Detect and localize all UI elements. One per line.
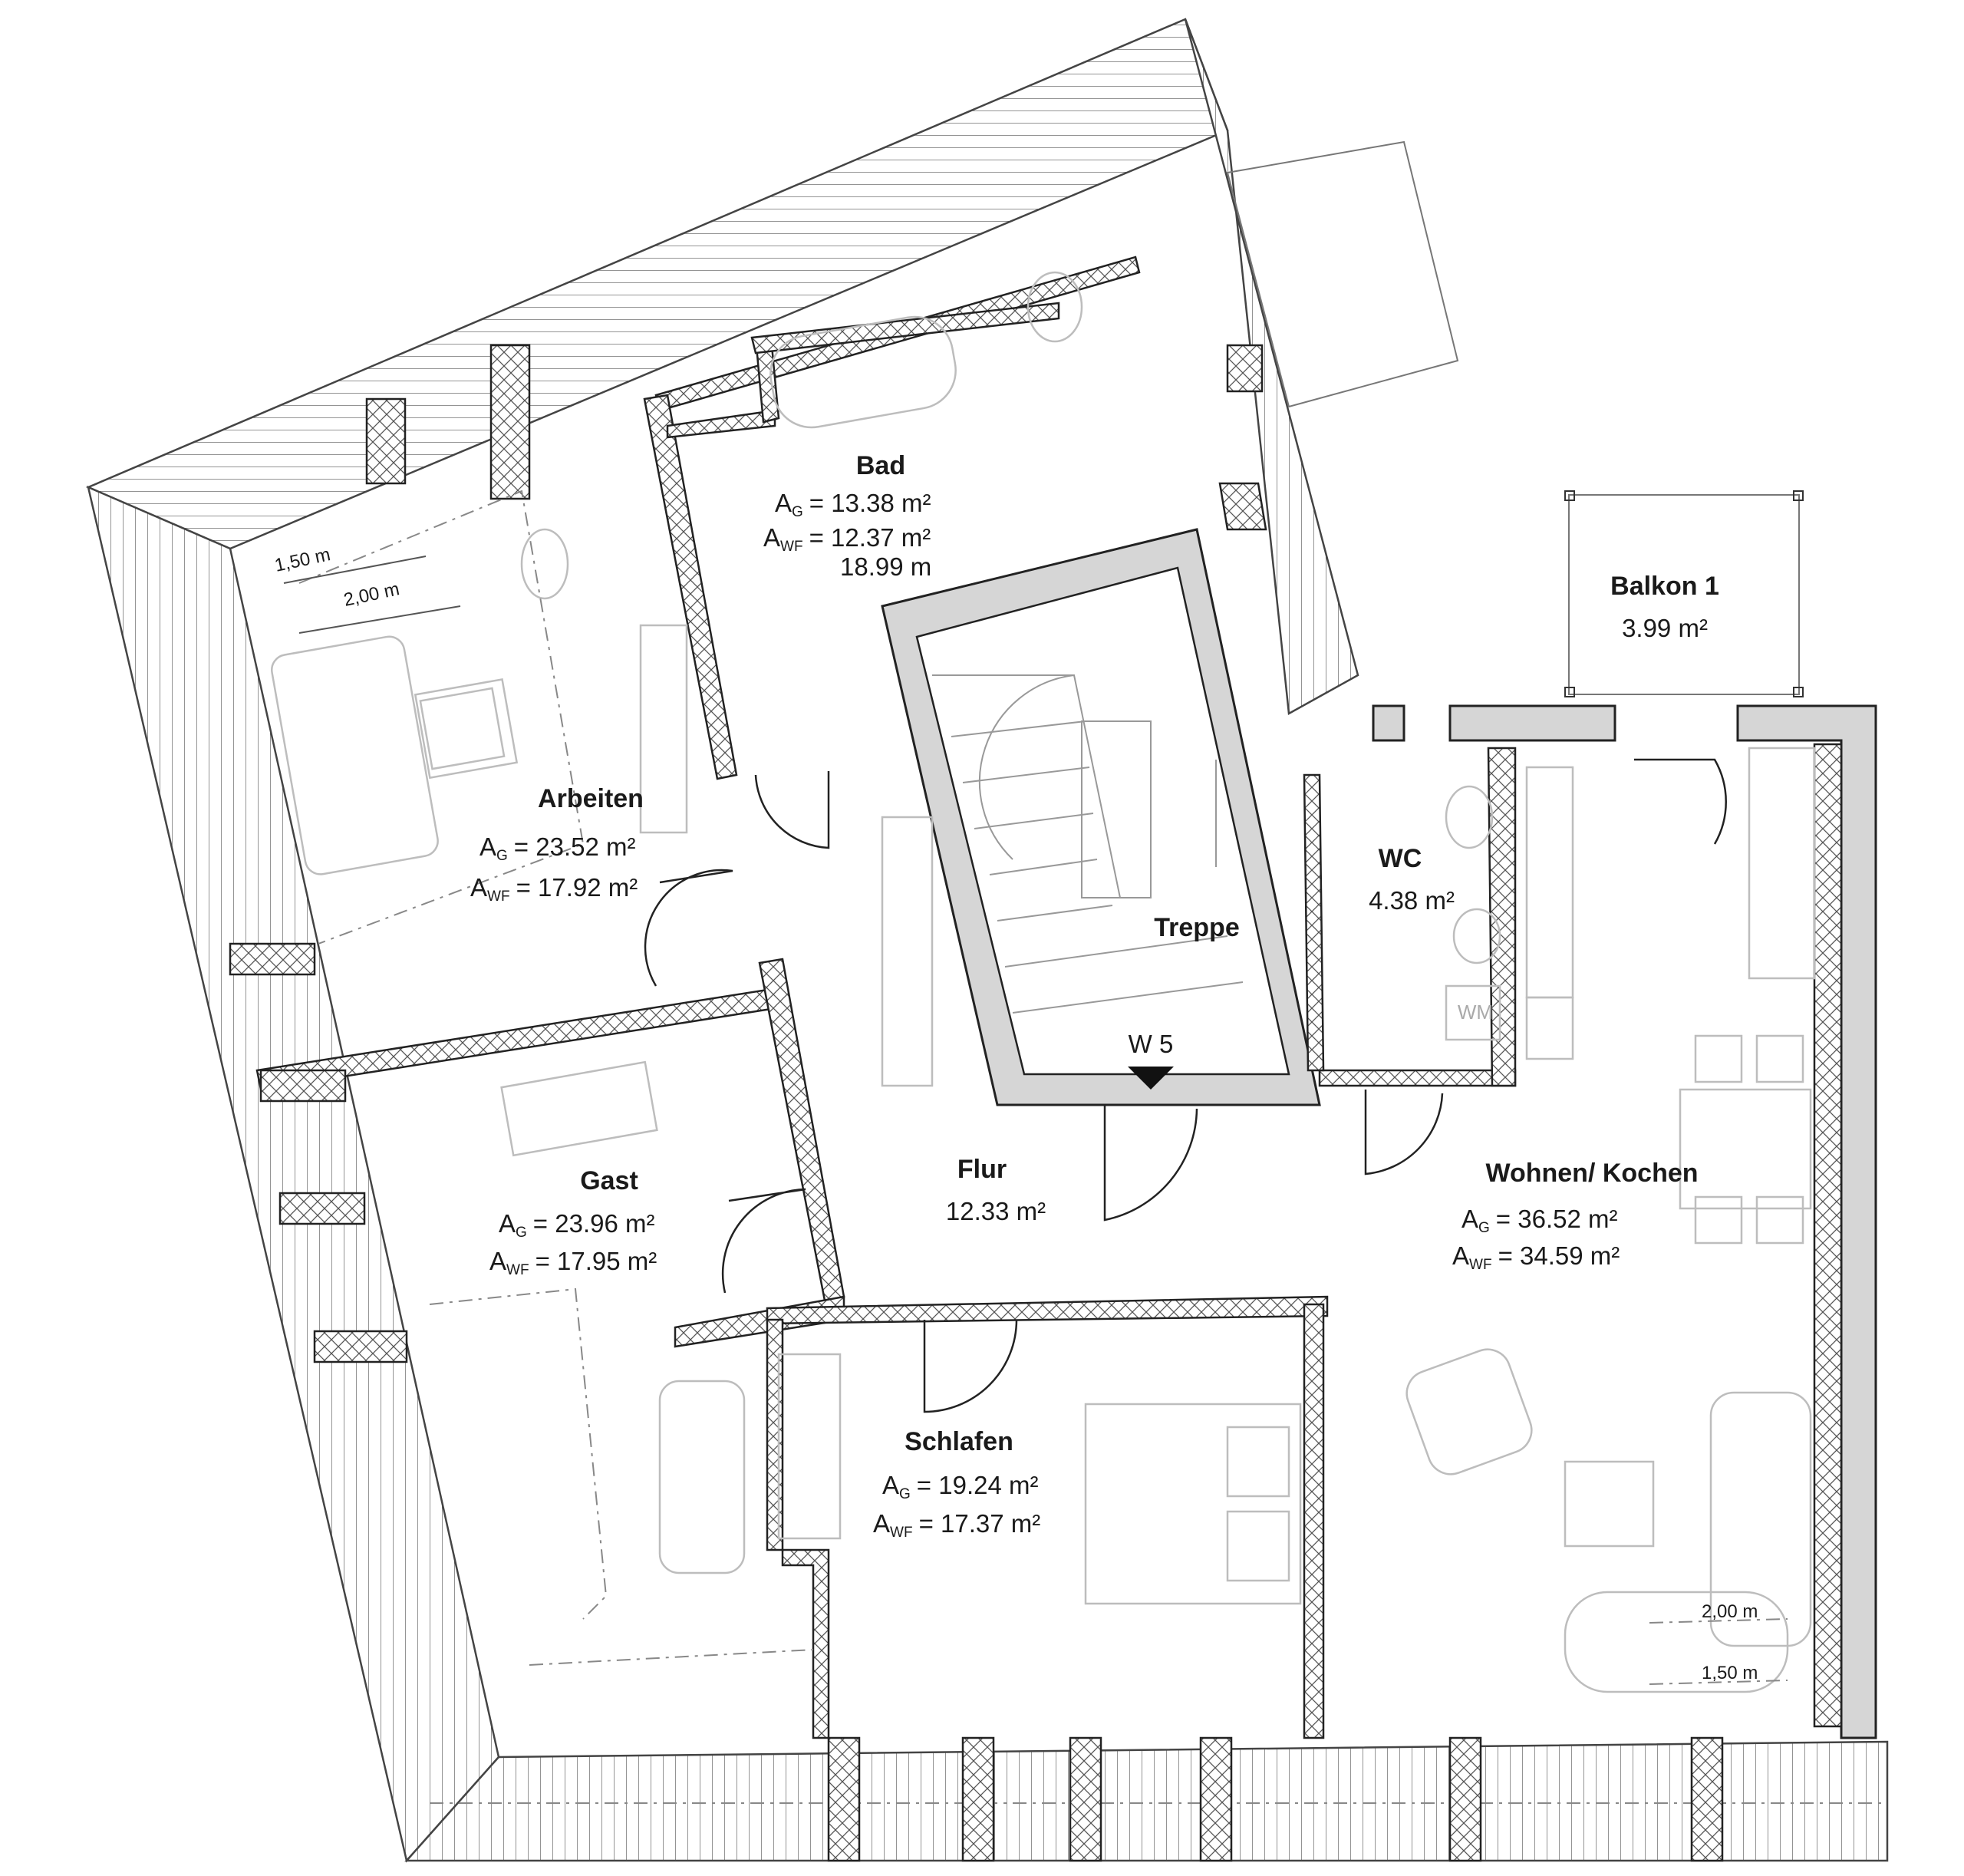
room-bad-name: Bad	[856, 451, 905, 480]
furniture	[271, 271, 1816, 1693]
balcony-outline	[1568, 494, 1800, 695]
room-balkon-area: 3.99 m²	[1622, 614, 1708, 642]
room-gast-name: Gast	[580, 1166, 638, 1195]
room-balkon-name: Balkon 1	[1610, 572, 1719, 601]
room-flur-name: Flur	[957, 1155, 1007, 1184]
roof-strip-bottom	[404, 1740, 1889, 1862]
dimension-labels: 1,50 m 2,00 m 2,00 m 1,50 m	[273, 544, 1758, 1683]
room-schlafen-ag: AG= 19.24 m²	[882, 1471, 1038, 1502]
room-flur-area: 12.33 m²	[946, 1197, 1046, 1225]
canopy-outline	[1226, 140, 1459, 408]
room-wohnen-awf: AWF= 34.59 m²	[1452, 1241, 1620, 1273]
dim-arbeiten-200: 2,00 m	[342, 579, 401, 611]
room-arbeiten-name: Arbeiten	[538, 784, 644, 813]
room-gast-ag: AG= 23.96 m²	[499, 1209, 654, 1241]
room-labels: Bad AG= 13.38 m² AWF= 12.37 m² 18.99 m A…	[470, 451, 1719, 1541]
window-pillars	[229, 344, 1724, 1862]
room-bad-extra: 18.99 m	[840, 552, 931, 581]
room-wohnen-name: Wohnen/ Kochen	[1485, 1159, 1698, 1188]
doors	[644, 758, 1727, 1413]
room-wc-area: 4.38 m²	[1369, 886, 1455, 915]
room-arbeiten-ag: AG= 23.52 m²	[479, 832, 635, 864]
room-treppe-name: Treppe	[1154, 913, 1239, 942]
dim-wohnen-200: 2,00 m	[1702, 1601, 1758, 1622]
roof-strip-dormer	[1184, 18, 1359, 716]
stair-window-label: W 5	[1129, 1030, 1174, 1058]
room-wc-name: WC	[1379, 844, 1422, 873]
roof-strip-left	[87, 485, 500, 1863]
room-schlafen-awf: AWF= 17.37 m²	[873, 1509, 1040, 1541]
stair-window-arrow	[1128, 1067, 1174, 1090]
clearance-lines	[298, 490, 1788, 1685]
room-bad-ag: AG= 13.38 m²	[775, 489, 931, 520]
room-wohnen-ag: AG= 36.52 m²	[1461, 1205, 1617, 1236]
dim-arbeiten-150: 1,50 m	[273, 544, 332, 576]
room-bad-awf: AWF= 12.37 m²	[763, 523, 931, 555]
staircase	[932, 674, 1244, 1014]
dim-wohnen-150: 1,50 m	[1702, 1663, 1758, 1683]
walls	[255, 256, 1877, 1739]
room-arbeiten-awf: AWF= 17.92 m²	[470, 873, 638, 905]
room-gast-awf: AWF= 17.95 m²	[489, 1247, 657, 1278]
washing-machine-label: WM	[1458, 1001, 1493, 1024]
room-schlafen-name: Schlafen	[905, 1427, 1013, 1456]
